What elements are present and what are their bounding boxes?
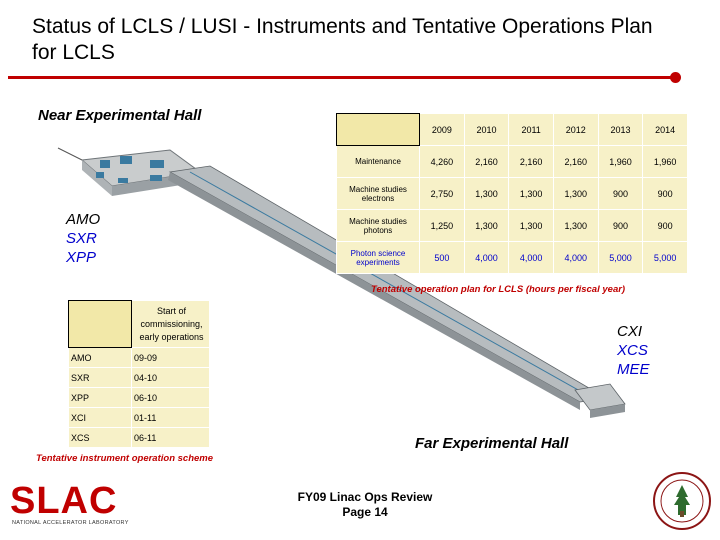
- schedule-row: XCS 06-11: [68, 427, 210, 448]
- plan-cell: 500: [419, 241, 465, 274]
- schedule-row: XPP 06-10: [68, 387, 210, 408]
- schedule-date: 06-11: [131, 427, 210, 448]
- plan-cell: 1,300: [508, 209, 554, 242]
- plan-cell: 1,960: [597, 145, 644, 178]
- plan-cell: 900: [597, 209, 644, 242]
- plan-cell: 5,000: [642, 241, 688, 274]
- far-hall-label: Far Experimental Hall: [415, 435, 569, 452]
- schedule-date: 06-10: [131, 387, 210, 408]
- stanford-seal-icon: [653, 472, 711, 530]
- plan-cell: 1,960: [642, 145, 688, 178]
- plan-cell: 1,300: [508, 177, 554, 210]
- plan-row-label: Maintenance: [336, 145, 420, 178]
- plan-year-header: 2010: [463, 113, 510, 146]
- footer-review-title: FY09 Linac Ops Review: [297, 490, 433, 504]
- far-instrument-item: MEE: [617, 361, 650, 378]
- plan-cell: 5,000: [597, 241, 644, 274]
- plan-cell: 4,260: [419, 145, 465, 178]
- plan-cell: 1,300: [463, 177, 510, 210]
- title-rule: [8, 76, 676, 79]
- operation-plan-table: 2009 2010 2011 2012 2013 2014 Maintenanc…: [336, 113, 688, 274]
- plan-row-label: Machine studies electrons: [336, 177, 420, 210]
- plan-cell: 2,160: [552, 145, 599, 178]
- plan-year-header: 2014: [642, 113, 688, 146]
- instrument-schedule-table: Start of commissioning, early operations…: [68, 300, 210, 448]
- plan-corner-cell: [336, 113, 420, 146]
- plan-cell: 1,300: [552, 209, 599, 242]
- plan-cell: 2,160: [463, 145, 510, 178]
- plan-year-header: 2012: [552, 113, 599, 146]
- schedule-row: AMO 09-09: [68, 347, 210, 368]
- title-rule-dot: [670, 72, 681, 83]
- schedule-date: 04-10: [131, 367, 210, 388]
- plan-row: Machine studies electrons 2,750 1,300 1,…: [336, 177, 688, 210]
- schedule-header-row: Start of commissioning, early operations: [68, 300, 210, 348]
- schedule-header-cell: Start of commissioning, early operations: [131, 300, 210, 348]
- plan-cell: 1,250: [419, 209, 465, 242]
- plan-cell: 900: [597, 177, 644, 210]
- plan-header-row: 2009 2010 2011 2012 2013 2014: [336, 113, 688, 146]
- plan-cell: 900: [642, 209, 688, 242]
- far-hall-instrument-list: CXI XCS MEE: [617, 322, 650, 379]
- schedule-instrument: SXR: [68, 367, 132, 388]
- schedule-instrument: XCI: [68, 407, 132, 428]
- plan-cell: 2,160: [508, 145, 554, 178]
- slac-logo-icon: SLAC: [10, 480, 118, 522]
- plan-row: Machine studies photons 1,250 1,300 1,30…: [336, 209, 688, 242]
- far-hall-building-graphic: [574, 383, 626, 418]
- plan-cell: 900: [642, 177, 688, 210]
- near-hall-label: Near Experimental Hall: [38, 107, 202, 124]
- schedule-row: SXR 04-10: [68, 367, 210, 388]
- plan-row-label: Photon science experiments: [336, 241, 420, 274]
- plan-row: Maintenance 4,260 2,160 2,160 2,160 1,96…: [336, 145, 688, 178]
- schedule-row: XCI 01-11: [68, 407, 210, 428]
- schedule-instrument: XPP: [68, 387, 132, 408]
- near-instrument-item: AMO: [66, 211, 101, 228]
- plan-cell: 4,000: [463, 241, 510, 274]
- schedule-date: 01-11: [131, 407, 210, 428]
- page-title: Status of LCLS / LUSI - Instruments and …: [32, 15, 653, 64]
- plan-row: Photon science experiments 500 4,000 4,0…: [336, 241, 688, 274]
- near-instrument-item: XPP: [66, 249, 97, 266]
- plan-cell: 1,300: [552, 177, 599, 210]
- schedule-table-caption: Tentative instrument operation scheme: [36, 453, 214, 464]
- footer-page-number: Page 14: [342, 505, 388, 519]
- schedule-instrument: AMO: [68, 347, 132, 368]
- slide-footer: FY09 Linac Ops Review Page 14: [290, 490, 440, 520]
- far-instrument-item: CXI: [617, 323, 643, 340]
- plan-year-header: 2013: [597, 113, 644, 146]
- near-hall-instrument-list: AMO SXR XPP: [66, 210, 100, 267]
- schedule-instrument: XCS: [68, 427, 132, 448]
- plan-year-header: 2009: [419, 113, 465, 146]
- plan-cell: 4,000: [552, 241, 599, 274]
- plan-cell: 4,000: [508, 241, 554, 274]
- slac-logo-subtitle: NATIONAL ACCELERATOR LABORATORY: [12, 520, 129, 526]
- schedule-corner-cell: [68, 300, 132, 348]
- plan-row-label: Machine studies photons: [336, 209, 420, 242]
- plan-cell: 1,300: [463, 209, 510, 242]
- plan-table-caption: Tentative operation plan for LCLS (hours…: [371, 284, 626, 295]
- plan-cell: 2,750: [419, 177, 465, 210]
- far-instrument-item: XCS: [617, 342, 648, 359]
- near-instrument-item: SXR: [66, 230, 97, 247]
- schedule-date: 09-09: [131, 347, 210, 368]
- plan-year-header: 2011: [508, 113, 554, 146]
